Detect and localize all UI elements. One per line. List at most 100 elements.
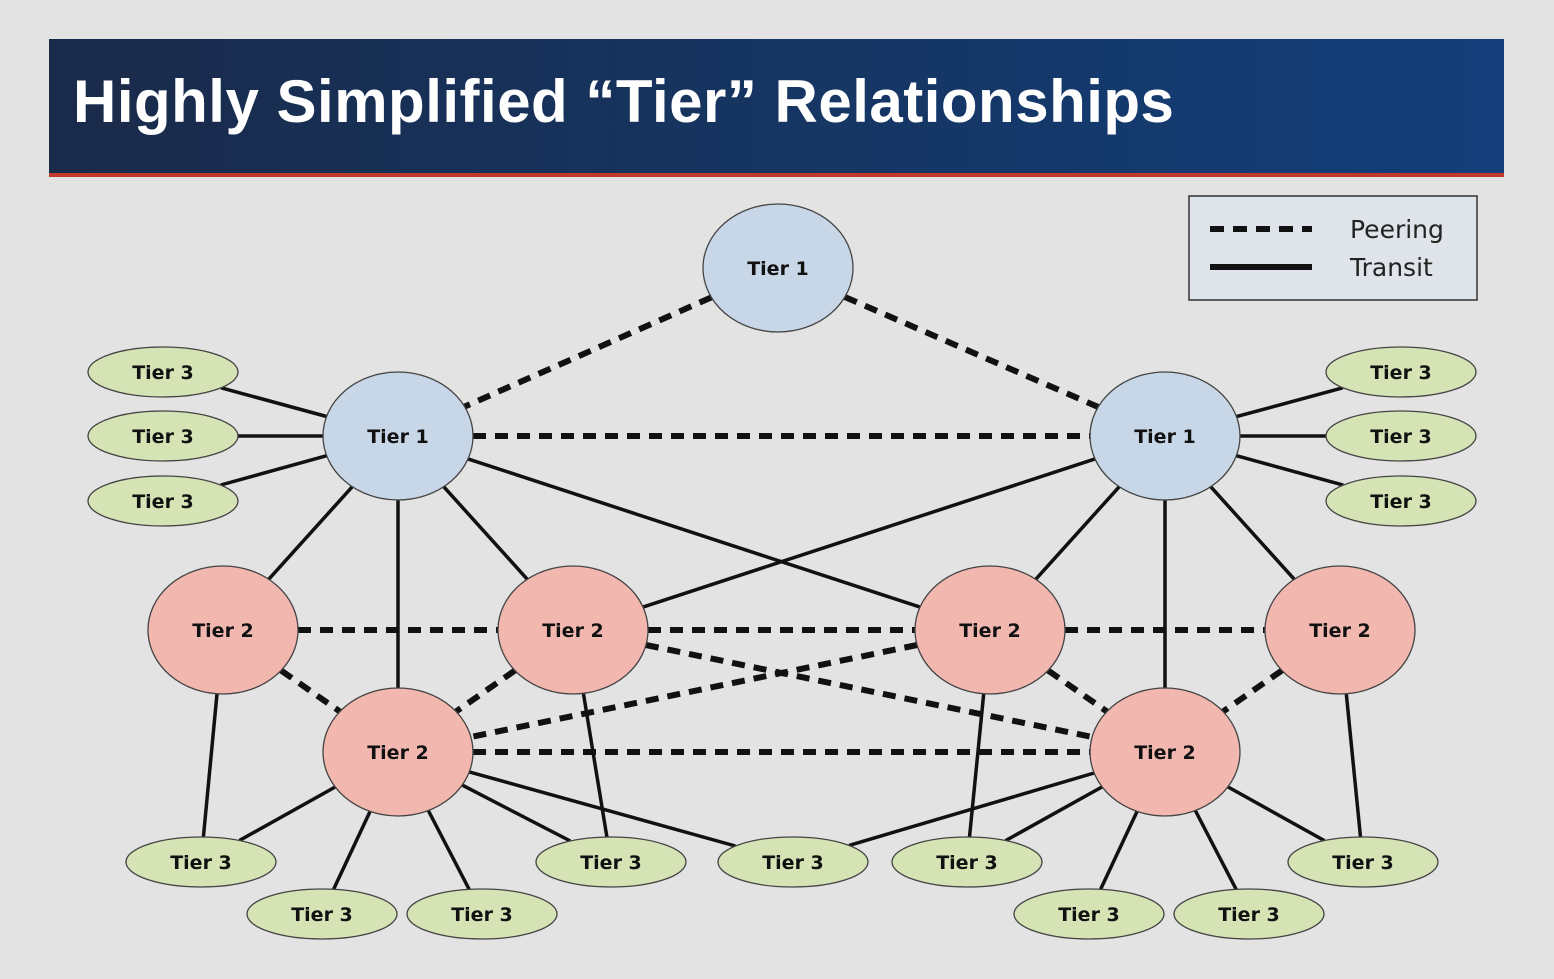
tier3-node-label: Tier 3 [1370, 426, 1432, 448]
transit-link-t1-left-t3-left-c [220, 454, 328, 487]
tier3-node-shape [717, 836, 869, 888]
peering-link-t2-d-t2-right-mid [1221, 668, 1284, 714]
tier3-node-label: Tier 3 [132, 491, 194, 513]
node-t1-left: Tier 1 [322, 371, 474, 501]
transit-link-t1-left-t3-left-a [220, 386, 328, 419]
tier2-node-shape [147, 565, 299, 695]
tier3-node-shape [1287, 836, 1439, 888]
transit-link-t2-left-mid-t3-bot-1 [238, 785, 337, 843]
tier1-node-shape [702, 203, 854, 333]
node-t3-bot-9: Tier 3 [1287, 836, 1439, 888]
tier3-node-shape [1325, 475, 1477, 527]
transit-link-t2-left-mid-t3-bot-2 [332, 810, 372, 891]
legend-transit-label: Transit [1349, 253, 1433, 282]
tier2-node-label: Tier 2 [192, 620, 254, 642]
peering-link-t1-top-t1-left [463, 294, 713, 410]
node-t2-b: Tier 2 [497, 565, 649, 695]
peering-link-t2-c-t2-right-mid [1046, 668, 1109, 714]
node-t3-bot-2: Tier 3 [246, 888, 398, 940]
transit-link-t2-right-mid-t3-bot-8 [1193, 809, 1238, 891]
transit-link-t1-right-t2-d [1209, 485, 1296, 581]
transit-link-t1-right-t2-c [1034, 485, 1121, 581]
legend-peering-label: Peering [1350, 215, 1444, 244]
transit-link-t2-left-mid-t3-bot-5 [468, 770, 736, 848]
edges-layer [201, 294, 1363, 891]
node-t3-bot-5: Tier 3 [717, 836, 869, 888]
slide-title: Highly Simplified “Tier” Relationships [73, 68, 1175, 135]
node-t2-d: Tier 2 [1264, 565, 1416, 695]
tier2-node-label: Tier 2 [367, 742, 429, 764]
tier1-node-shape [322, 371, 474, 501]
tier2-node-shape [1089, 687, 1241, 817]
transit-link-t1-left-t2-b [442, 485, 529, 581]
node-t3-right-a: Tier 3 [1325, 346, 1477, 398]
node-t3-bot-1: Tier 3 [125, 836, 277, 888]
transit-link-t2-b-t3-bot-4 [581, 693, 609, 838]
node-t3-bot-4: Tier 3 [535, 836, 687, 888]
transit-link-t2-left-mid-t3-bot-4 [461, 783, 572, 843]
legend-box [1188, 195, 1478, 301]
tier2-node-shape [1264, 565, 1416, 695]
node-t3-bot-8: Tier 3 [1173, 888, 1325, 940]
tier3-node-label: Tier 3 [291, 904, 353, 926]
node-t3-bot-3: Tier 3 [406, 888, 558, 940]
transit-link-t1-right-t2-b [642, 457, 1096, 609]
tier3-node-label: Tier 3 [1370, 362, 1432, 384]
tier1-node-label: Tier 1 [1134, 426, 1196, 448]
node-t2-c: Tier 2 [914, 565, 1066, 695]
node-t3-left-b: Tier 3 [87, 410, 239, 462]
tier2-node-label: Tier 2 [1309, 620, 1371, 642]
node-t1-top: Tier 1 [702, 203, 854, 333]
peering-link-t2-b-t2-left-mid [454, 668, 517, 714]
tier3-node-label: Tier 3 [132, 426, 194, 448]
tier3-node-label: Tier 3 [1058, 904, 1120, 926]
tier1-node-label: Tier 1 [747, 258, 809, 280]
node-t2-a: Tier 2 [147, 565, 299, 695]
tier3-node-label: Tier 3 [936, 852, 998, 874]
tier3-node-shape [406, 888, 558, 940]
transit-link-t2-d-t3-bot-9 [1344, 693, 1363, 838]
transit-link-t2-left-mid-t3-bot-3 [426, 809, 471, 891]
tier3-node-label: Tier 3 [1370, 491, 1432, 513]
tier3-node-shape [246, 888, 398, 940]
transit-link-t1-left-t2-a [267, 485, 354, 581]
transit-link-t1-right-t3-right-c [1235, 454, 1344, 487]
tier1-node-label: Tier 1 [367, 426, 429, 448]
peering-link-t2-b-t2-right-mid [645, 642, 1093, 740]
transit-link-t2-right-mid-t3-bot-6 [1004, 785, 1103, 843]
tier3-node-label: Tier 3 [132, 362, 194, 384]
node-t3-bot-7: Tier 3 [1013, 888, 1165, 940]
tier3-node-shape [87, 475, 239, 527]
title-bar: Highly Simplified “Tier” Relationships [49, 39, 1504, 177]
peering-link-t1-top-t1-right [843, 294, 1100, 410]
tier3-node-shape [535, 836, 687, 888]
tier3-node-shape [1173, 888, 1325, 940]
tier3-node-shape [1325, 410, 1477, 462]
tier3-node-shape [125, 836, 277, 888]
node-t3-right-b: Tier 3 [1325, 410, 1477, 462]
node-t3-right-c: Tier 3 [1325, 475, 1477, 527]
transit-link-t2-a-t3-bot-1 [201, 693, 219, 838]
transit-link-t2-right-mid-t3-bot-7 [1099, 810, 1139, 891]
transit-link-t1-right-t3-right-a [1236, 386, 1344, 419]
tier3-node-label: Tier 3 [451, 904, 513, 926]
tier3-node-label: Tier 3 [1332, 852, 1394, 874]
tier1-node-shape [1089, 371, 1241, 501]
nodes-layer: Tier 1 Tier 1 Tier 1 Tier 3 Tier 3 Tier 3 Tier… [87, 203, 1477, 940]
legend: Peering Transit [1188, 195, 1478, 301]
peering-link-t2-c-t2-left-mid [470, 642, 918, 740]
tier3-node-shape [87, 346, 239, 398]
node-t3-left-a: Tier 3 [87, 346, 239, 398]
tier2-node-shape [914, 565, 1066, 695]
tier3-node-label: Tier 3 [170, 852, 232, 874]
tier2-node-label: Tier 2 [959, 620, 1021, 642]
tier2-node-label: Tier 2 [1134, 742, 1196, 764]
tier3-node-label: Tier 3 [762, 852, 824, 874]
node-t1-right: Tier 1 [1089, 371, 1241, 501]
node-t3-bot-6: Tier 3 [891, 836, 1043, 888]
tier3-node-label: Tier 3 [1218, 904, 1280, 926]
tier3-node-shape [1325, 346, 1477, 398]
node-t3-left-c: Tier 3 [87, 475, 239, 527]
transit-link-t1-left-t2-c [467, 457, 921, 609]
